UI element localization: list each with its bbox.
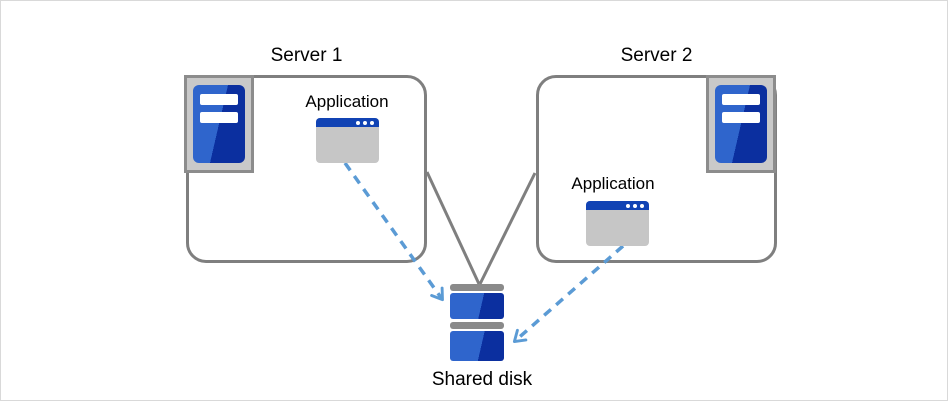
- server-drive-slot: [722, 112, 760, 123]
- window-dot: [370, 120, 374, 125]
- window-dot: [363, 120, 367, 125]
- server2-label: Server 2: [620, 45, 693, 66]
- server-tower-body: [193, 85, 245, 163]
- server1-application-window-icon: [316, 118, 379, 163]
- window-titlebar: [316, 118, 379, 127]
- window-dot: [356, 120, 360, 125]
- disk-cap: [450, 322, 504, 329]
- server1-label: Server 1: [270, 45, 343, 66]
- disk-cap: [450, 284, 504, 291]
- server2-application-window-icon: [586, 201, 649, 246]
- shared-disk-icon: [450, 284, 504, 364]
- window-dot: [640, 203, 644, 208]
- server-drive-slot: [200, 94, 238, 105]
- disk-platter: [450, 331, 504, 361]
- server1-application-label: Application: [305, 92, 389, 111]
- disk-platter: [450, 293, 504, 319]
- server2-server-tower-icon: [706, 75, 776, 173]
- server1-disk-link-line: [425, 171, 481, 285]
- server2-application-label: Application: [571, 174, 655, 193]
- server-tower-body: [715, 85, 767, 163]
- window-titlebar: [586, 201, 649, 210]
- window-dot: [633, 203, 637, 208]
- shared-disk-label: Shared disk: [431, 369, 533, 390]
- window-dot: [626, 203, 630, 208]
- server2-disk-link-line: [478, 172, 537, 285]
- server-drive-slot: [200, 112, 238, 123]
- server1-server-tower-icon: [184, 75, 254, 173]
- server-drive-slot: [722, 94, 760, 105]
